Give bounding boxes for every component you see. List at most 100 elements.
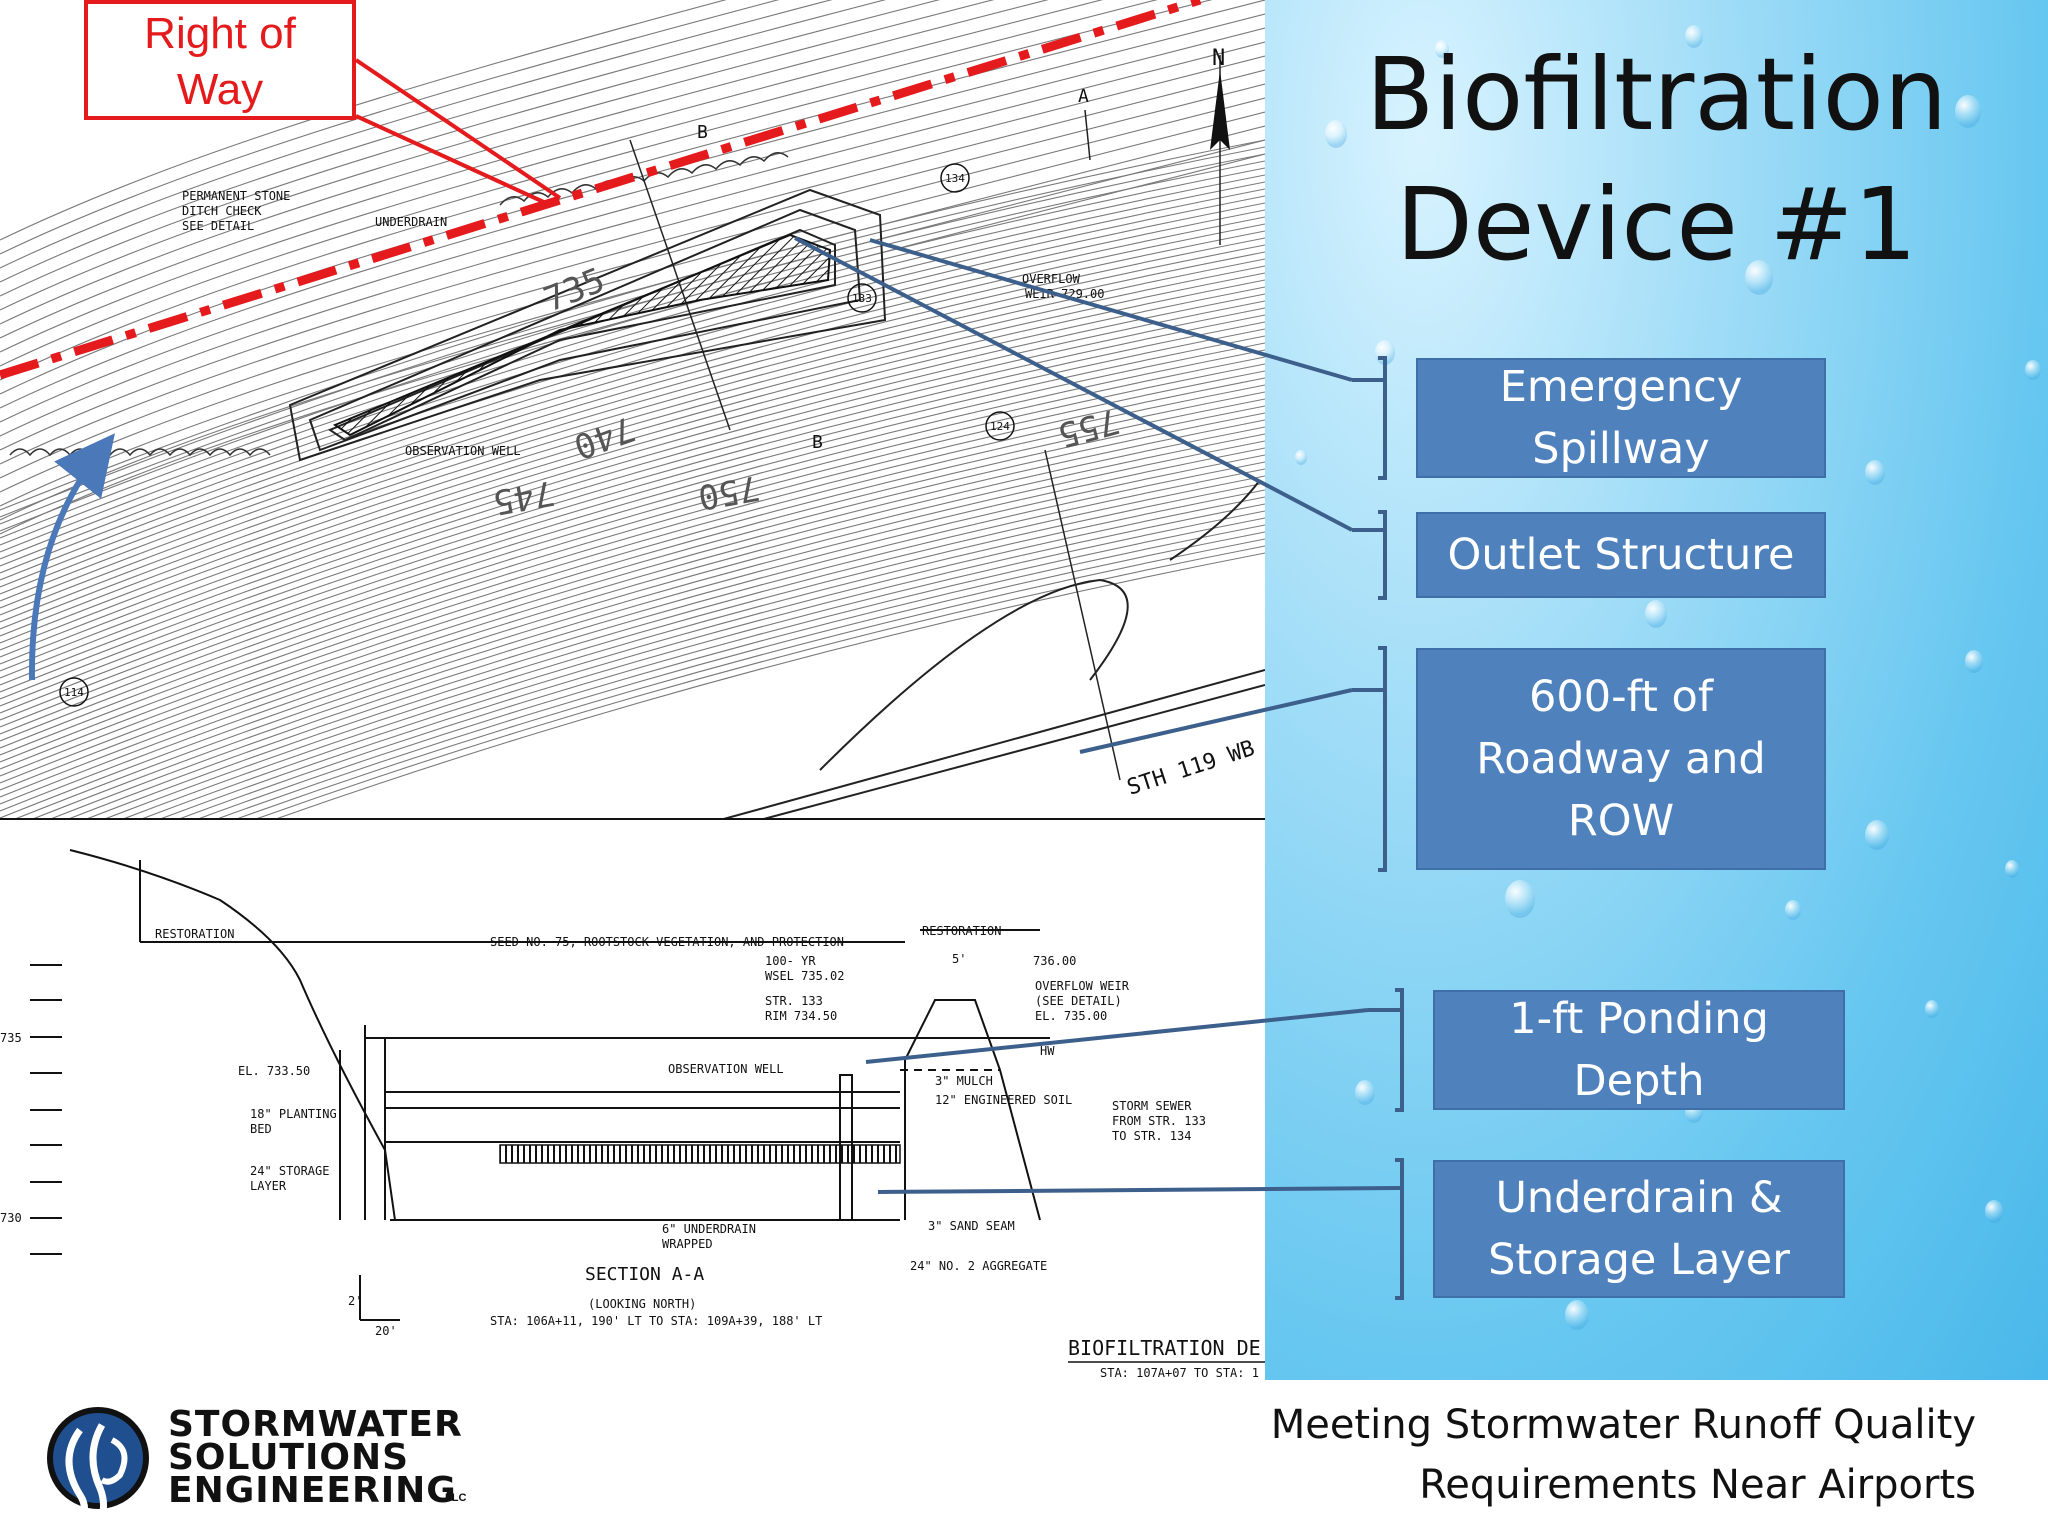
plan-view: N PERMANENT STONE DITCH CHECK SEE DETAIL… (0, 0, 1265, 820)
storm-line2: FROM STR. 133 (1112, 1114, 1206, 1128)
water-droplet (1565, 1300, 1589, 1330)
contour-line (0, 97, 1265, 479)
contour-line (155, 510, 1265, 820)
seed-label: SEED NO. 75, ROOTSTOCK VEGETATION, AND P… (490, 935, 844, 949)
callout-text: 600-ft of (1529, 672, 1713, 722)
right-of-way-line1: Right of (144, 9, 296, 58)
contour-735-label: 735 (538, 260, 610, 320)
str-134-label: 134 (945, 172, 965, 185)
ditch-check-label: DITCH CHECK (182, 204, 262, 218)
water-droplet (1865, 460, 1885, 485)
contour-line (0, 0, 1265, 381)
north-label: N (1212, 46, 1225, 71)
contour-line (0, 153, 1265, 525)
logo-swirl-icon (47, 1407, 149, 1530)
contour-line (100, 489, 1265, 820)
contour-line (174, 517, 1265, 820)
contour-line (251, 545, 1265, 820)
storage-line2: LAYER (250, 1179, 287, 1193)
el-735-label: EL. 735.00 (1035, 1009, 1107, 1023)
wsel-line2: WSEL 735.02 (765, 969, 844, 983)
contour-lines (0, 0, 1265, 820)
underdrain-line1: 6" UNDERDRAIN (662, 1222, 756, 1236)
logo-line3: ENGINEERING (168, 1470, 457, 1511)
water-droplet (1925, 1000, 1939, 1018)
section-title: SECTION A-A (585, 1264, 704, 1285)
dim-5ft-label: 5' (952, 952, 966, 966)
contour-line (0, 153, 1265, 535)
water-droplet (1955, 95, 1981, 128)
contour-line (0, 27, 1265, 409)
str-133-label: 133 (852, 292, 872, 305)
right-of-way-callout: Right of Way (84, 0, 356, 120)
water-droplet (1985, 1200, 2003, 1223)
overflow-label: OVERFLOW (1022, 272, 1081, 286)
callout-text: Roadway and (1476, 734, 1766, 784)
water-droplet (1435, 40, 1449, 58)
right-of-way-line (0, 0, 1202, 380)
callout-underdrain-storage: Underdrain & Storage Layer (1433, 1160, 1845, 1298)
elevation-ticks (30, 964, 62, 1255)
str-114-label: 114 (64, 686, 84, 699)
water-droplet (1645, 600, 1667, 628)
footer-subtitle: Meeting Stormwater Runoff Quality Requir… (1271, 1395, 1976, 1515)
planting-line1: 18" PLANTING (250, 1107, 337, 1121)
water-droplet (2005, 860, 2019, 878)
el-733-label: EL. 733.50 (238, 1064, 310, 1078)
callout-text: Spillway (1532, 424, 1710, 474)
contour-line (271, 552, 1265, 820)
logo-suffix: LLC (445, 1492, 467, 1504)
contour-line (0, 69, 1265, 451)
contour-line (0, 195, 1265, 567)
contour-line (212, 531, 1265, 820)
structure-markers: 134 133 124 114 (59, 163, 1015, 707)
eng-soil-label: 12" ENGINEERED SOIL (935, 1093, 1072, 1107)
contour-line (118, 496, 1265, 820)
callout-text: Underdrain & (1495, 1173, 1783, 1223)
permanent-stone-label: PERMANENT STONE (182, 189, 290, 203)
water-droplet (1505, 880, 1535, 918)
contour-line (0, 174, 1265, 546)
section-geometry (69, 849, 1050, 1321)
weir-label: WEIR 729.00 (1025, 287, 1104, 301)
scale-h-label: 20' (375, 1324, 397, 1338)
wsel-line1: 100- YR (765, 954, 816, 968)
overflow-weir-label: OVERFLOW WEIR (1035, 979, 1130, 993)
section-b-lower-label: B (812, 432, 823, 453)
elev-735-label: 735 (0, 1031, 22, 1045)
see-detail-section-label: (SEE DETAIL) (1035, 994, 1122, 1008)
contour-740-label: 740 (568, 408, 639, 467)
water-droplet (1685, 25, 1703, 48)
slide-title: Biofiltration Device #1 (1265, 30, 2048, 290)
contour-745-label: 745 (490, 472, 557, 522)
contour-line (11, 454, 1265, 820)
water-droplet (1375, 340, 1395, 365)
storm-line3: TO STR. 134 (1112, 1129, 1191, 1143)
logo-line2: SOLUTIONS (168, 1437, 410, 1478)
underdrain-label: UNDERDRAIN (375, 215, 447, 229)
observation-well-label: OBSERVATION WELL (405, 444, 521, 458)
contour-line (82, 482, 1265, 820)
mulch-label: 3" MULCH (935, 1074, 993, 1088)
underdrain-pipe (499, 1144, 901, 1164)
road-label: STH 119 WB (1124, 736, 1258, 801)
logo-line1: STORMWATER (168, 1404, 463, 1445)
restoration-right-label: RESTORATION (922, 924, 1001, 938)
water-droplet (1325, 120, 1347, 148)
sta-range-label: STA: 106A+11, 190' LT TO STA: 109A+39, 1… (490, 1314, 822, 1328)
contour-line (0, 209, 1265, 581)
looking-north-label: (LOOKING NORTH) (588, 1297, 696, 1311)
water-droplet (1785, 900, 1801, 920)
water-droplet (1355, 1080, 1375, 1105)
water-droplet (1965, 650, 1983, 673)
contour-line (0, 41, 1265, 423)
str-124-label: 124 (990, 420, 1010, 433)
callout-text: Outlet Structure (1447, 530, 1795, 580)
callout-text: Emergency (1499, 362, 1743, 412)
water-droplet (1295, 450, 1307, 465)
footer-line2: Requirements Near Airports (1419, 1462, 1976, 1508)
planting-line2: BED (250, 1122, 272, 1136)
contour-line (0, 181, 1265, 553)
biofiltration-detail-title: BIOFILTRATION DE (1068, 1336, 1261, 1360)
aggregate-label: 24" NO. 2 AGGREGATE (910, 1259, 1047, 1273)
